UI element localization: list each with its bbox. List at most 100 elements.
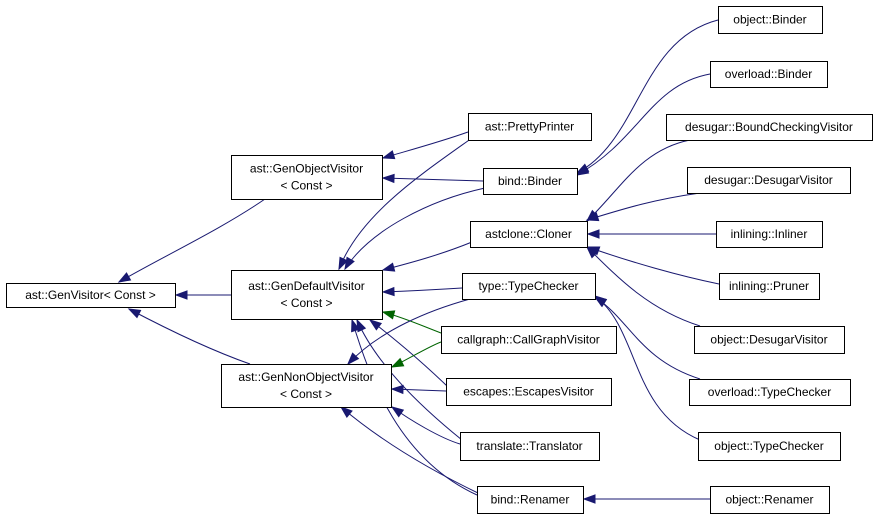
edge-line <box>118 198 266 283</box>
edge-inherit-nonobj-from-escapes <box>390 384 447 395</box>
arrowhead-icon <box>347 352 360 366</box>
class-label: ast::GenNonObjectVisitor <box>238 370 373 384</box>
class-node-gen-default-visitor[interactable]: ast::GenDefaultVisitor< Const > <box>231 270 383 320</box>
edge-line <box>576 73 711 176</box>
edge-line <box>347 298 471 365</box>
arrowhead-icon <box>339 406 353 419</box>
edge-line <box>128 308 251 365</box>
class-box <box>718 6 823 34</box>
arrowhead-icon <box>390 357 405 368</box>
class-node-desugar-bound-checking-visitor[interactable]: desugar::BoundCheckingVisitor <box>666 114 873 141</box>
edge-template-default-from-callgraph <box>381 310 442 334</box>
arrowhead-icon <box>381 262 396 272</box>
arrowhead-icon <box>174 290 188 300</box>
class-box <box>710 61 828 88</box>
class-node-type-type-checker[interactable]: type::TypeChecker <box>462 273 596 300</box>
arrowhead-icon <box>368 319 383 331</box>
class-label: object::TypeChecker <box>714 439 823 453</box>
class-box <box>231 155 383 200</box>
class-box <box>221 364 392 408</box>
edge-line <box>594 295 701 441</box>
class-box <box>460 432 600 461</box>
class-label: ast::GenVisitor< Const > <box>25 288 156 302</box>
arrowhead-icon <box>344 256 355 271</box>
class-node-overload-type-checker[interactable]: overload::TypeChecker <box>689 379 851 406</box>
edge-inherit-cloner-from-desugar <box>585 192 701 222</box>
arrowhead-icon <box>575 165 590 176</box>
edges-layer <box>117 19 720 504</box>
class-node-gen-object-visitor[interactable]: ast::GenObjectVisitor< Const > <box>231 155 383 200</box>
class-node-desugar-desugar-visitor[interactable]: desugar::DesugarVisitor <box>687 167 851 194</box>
class-node-object-binder[interactable]: object::Binder <box>718 6 823 34</box>
class-node-object-desugar-visitor[interactable]: object::DesugarVisitor <box>694 326 845 354</box>
edge-inherit-typechecker-from-object <box>593 295 701 441</box>
class-label: overload::TypeChecker <box>708 385 831 399</box>
edge-line <box>594 296 701 380</box>
class-node-inlining-inliner[interactable]: inlining::Inliner <box>716 221 823 248</box>
class-node-object-renamer[interactable]: object::Renamer <box>710 486 830 514</box>
class-node-gen-non-object-visitor[interactable]: ast::GenNonObjectVisitor< Const > <box>221 364 392 408</box>
class-label: bind::Renamer <box>491 493 570 507</box>
arrowhead-icon <box>381 173 395 184</box>
class-box <box>719 273 820 300</box>
class-label: escapes::EscapesVisitor <box>463 385 594 399</box>
class-node-call-graph-visitor[interactable]: callgraph::CallGraphVisitor <box>441 326 617 354</box>
class-node-escapes-visitor[interactable]: escapes::EscapesVisitor <box>446 378 612 406</box>
class-node-pretty-printer[interactable]: ast::PrettyPrinter <box>468 113 592 141</box>
class-label: bind::Binder <box>498 174 562 188</box>
edge-inherit-gen-visitor-from-object <box>117 198 266 283</box>
arrowhead-icon <box>351 318 361 333</box>
class-box <box>698 432 841 461</box>
class-node-bind-renamer[interactable]: bind::Renamer <box>477 486 584 514</box>
class-label: ast::GenObjectVisitor <box>250 162 363 176</box>
arrowhead-icon <box>381 286 395 297</box>
class-label: astclone::Cloner <box>485 227 572 241</box>
edge-line <box>382 131 469 159</box>
edge-line <box>576 19 719 174</box>
class-label: type::TypeChecker <box>478 279 578 293</box>
class-node-translate-translator[interactable]: translate::Translator <box>460 432 600 461</box>
nodes-layer: ast::GenVisitor< Const > ast::GenObjectVi… <box>6 6 873 514</box>
edge-inherit-gen-visitor-from-default <box>174 290 231 300</box>
edge-line <box>586 192 701 221</box>
class-node-astclone-cloner[interactable]: astclone::Cloner <box>470 221 588 248</box>
arrowhead-icon <box>338 256 349 271</box>
class-label: ast::GenDefaultVisitor <box>248 279 365 293</box>
class-node-gen-visitor[interactable]: ast::GenVisitor< Const > <box>6 283 176 308</box>
edge-inherit-gen-visitor-from-nonobj <box>127 308 251 365</box>
class-node-overload-binder[interactable]: overload::Binder <box>710 61 828 88</box>
edge-inherit-nonobj-from-translator <box>390 406 461 445</box>
arrowhead-icon <box>390 384 404 395</box>
class-box <box>716 221 823 248</box>
class-box <box>470 221 588 248</box>
edge-line <box>586 139 691 222</box>
edge-inherit-binder-from-object-binder <box>575 19 719 174</box>
edge-line <box>391 406 461 445</box>
class-box <box>462 273 596 300</box>
class-node-object-type-checker[interactable]: object::TypeChecker <box>698 432 841 461</box>
class-label: < Const > <box>280 179 332 193</box>
class-label: inlining::Inliner <box>731 227 808 241</box>
class-box <box>710 486 830 514</box>
edge-inherit-object-from-binder <box>381 173 484 184</box>
class-label: object::DesugarVisitor <box>710 333 827 347</box>
edge-template-nonobj-from-callgraph <box>390 341 442 368</box>
edge-line <box>587 246 720 285</box>
class-label: callgraph::CallGraphVisitor <box>457 333 600 347</box>
arrowhead-icon <box>585 245 599 259</box>
edge-inherit-default-from-typechecker <box>381 286 463 297</box>
class-box <box>468 113 592 141</box>
arrowhead-icon <box>381 150 396 160</box>
edge-line <box>382 241 473 271</box>
class-box <box>483 168 578 195</box>
class-label: < Const > <box>280 387 332 401</box>
class-node-bind-binder[interactable]: bind::Binder <box>483 168 578 195</box>
class-box <box>231 270 383 320</box>
arrowhead-icon <box>127 308 142 319</box>
class-box <box>666 114 873 141</box>
arrowhead-icon <box>586 229 600 239</box>
edge-inherit-nonobj-from-renamer <box>339 406 481 495</box>
class-node-inlining-pruner[interactable]: inlining::Pruner <box>719 273 820 300</box>
edge-inherit-cloner-from-boundcheck <box>585 139 691 222</box>
